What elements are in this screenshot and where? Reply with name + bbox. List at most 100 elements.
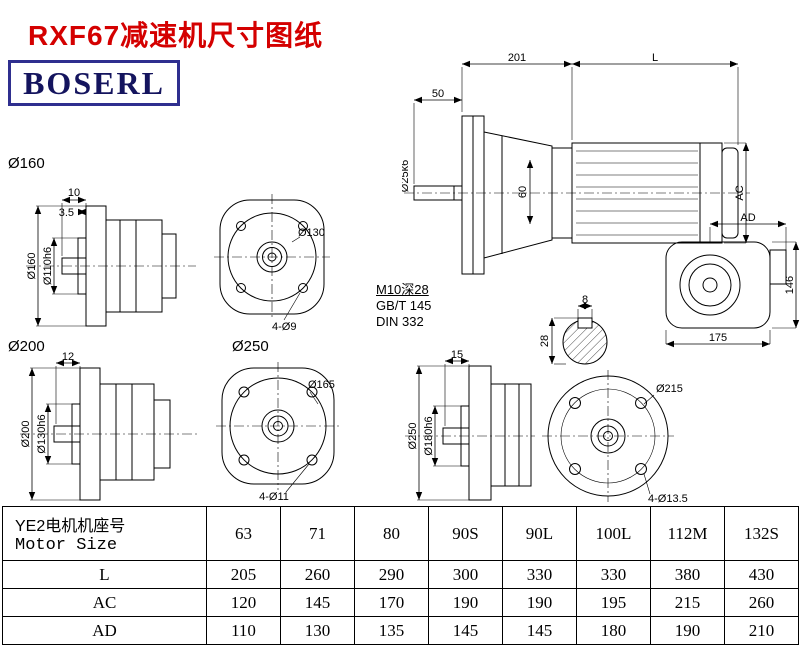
- flange250-label: Ø250: [232, 338, 269, 355]
- table-cell: 145: [428, 616, 503, 645]
- size-col-4: 90L: [502, 506, 577, 561]
- drawing-motor-end-view: AD 146 175: [665, 212, 800, 348]
- row-label: AD: [2, 616, 207, 645]
- note-thread: M10深28: [376, 282, 429, 297]
- motor-fins: [576, 150, 698, 236]
- table-cell: 120: [206, 588, 281, 617]
- table-header-motor-size: YE2电机机座号 Motor Size: [2, 506, 207, 561]
- dim-key-height-label: 28: [539, 335, 551, 347]
- table-row-L: L 205 260 290 300 330 330 380 430: [2, 560, 799, 589]
- table-cell: 260: [280, 560, 355, 589]
- drawing-flange160-side: 10 3.5 Ø160 Ø110h6: [26, 187, 196, 327]
- table-cell: 330: [576, 560, 651, 589]
- dim-201-label: 201: [508, 52, 526, 64]
- table-cell: 180: [576, 616, 651, 645]
- table-cell: 195: [576, 588, 651, 617]
- brand-logo: BOSERL: [8, 60, 180, 106]
- flange160-side-body: [61, 205, 177, 327]
- motor-end-body: [665, 241, 787, 329]
- table-cell: 290: [354, 560, 429, 589]
- flange200-side-dimension-lines: [28, 359, 81, 501]
- dim-AD-label: AD: [740, 212, 755, 224]
- dim-50-label: 50: [432, 88, 444, 100]
- table-cell: 205: [206, 560, 281, 589]
- gearbox-housing: [461, 115, 573, 275]
- dim-12-label: 12: [62, 351, 74, 363]
- dim-146-label: 146: [784, 276, 796, 294]
- dim-key-width-label: 8: [582, 294, 588, 306]
- table-cell: 110: [206, 616, 281, 645]
- size-col-1: 71: [280, 506, 355, 561]
- table-row-AC: AC 120 145 170 190 190 195 215 260: [2, 588, 799, 617]
- dim-15-label: 15: [451, 349, 463, 361]
- drawing-shaft-keyway-section: 8 28: [539, 294, 608, 365]
- dim-bolt-circle-label: Ø215: [656, 383, 683, 395]
- shaft-end-notes: M10深28 GB/T 145 DIN 332: [376, 282, 431, 330]
- flange250-circles: [547, 375, 669, 497]
- table-cell: 170: [354, 588, 429, 617]
- flange160-label: Ø160: [8, 155, 45, 172]
- dim-3-5-label: 3.5: [59, 207, 74, 219]
- flange250-side-dimension-lines: [415, 357, 470, 501]
- dim-bolt-holes-label: 4-Ø9: [272, 321, 296, 333]
- table-cell: 430: [724, 560, 799, 589]
- size-col-7: 132S: [724, 506, 799, 561]
- leader-bolt-holes: [643, 473, 651, 495]
- row-label: AC: [2, 588, 207, 617]
- dim-175-label: 175: [709, 332, 727, 344]
- dim-shaft-diameter-label: Ø25k6: [402, 160, 411, 192]
- dimension-table: YE2电机机座号 Motor Size 63 71 80 90S 90L 100…: [2, 506, 799, 645]
- motor-body: [571, 142, 739, 244]
- dim-bolt-holes-label: 4-Ø11: [259, 491, 289, 503]
- motor-size-label-en: Motor Size: [15, 536, 118, 555]
- table-cell: 380: [650, 560, 725, 589]
- page-title: RXF67减速机尺寸图纸: [28, 20, 324, 51]
- dim-outer-diameter-label: Ø250: [407, 423, 419, 450]
- dim-bolt-circle-label: Ø130: [298, 227, 325, 239]
- table-row-AD: AD 110 130 135 145 145 180 190 210: [2, 616, 799, 645]
- leader-bolt-circle: [643, 394, 655, 405]
- drawing-flange250-side: 15 Ø250 Ø180h6: [405, 349, 535, 501]
- note-gb-standard: GB/T 145: [376, 298, 432, 313]
- table-header-row: YE2电机机座号 Motor Size 63 71 80 90S 90L 100…: [2, 506, 799, 561]
- leader-bolt-holes: [285, 463, 310, 493]
- dim-outer-diameter-label: Ø160: [26, 253, 38, 280]
- table-cell: 190: [502, 588, 577, 617]
- flange200-circles: [229, 377, 327, 475]
- table-cell: 190: [650, 616, 725, 645]
- table-cell: 145: [502, 616, 577, 645]
- leader-bolt-circle: [291, 236, 301, 243]
- table-cell: 260: [724, 588, 799, 617]
- flange200-label: Ø200: [8, 338, 45, 355]
- drawing-flange160-front: Ø130 4-Ø9: [214, 194, 330, 333]
- motor-size-label-cn: YE2电机机座号: [15, 518, 126, 535]
- note-din-standard: DIN 332: [376, 314, 424, 329]
- size-col-6: 112M: [650, 506, 725, 561]
- drawing-flange200-front: Ø165 4-Ø11: [216, 362, 340, 503]
- leader-bolt-circle: [309, 391, 319, 405]
- table-cell: 130: [280, 616, 355, 645]
- dim-AC-label: AC: [734, 185, 746, 200]
- drawing-flange250-front: Ø215 4-Ø13.5: [542, 370, 688, 505]
- table-cell: 145: [280, 588, 355, 617]
- dim-60-label: 60: [517, 186, 529, 198]
- dim-bolt-holes-label: 4-Ø13.5: [648, 493, 688, 505]
- drawing-flange200-side: 12 Ø200 Ø130h6: [20, 351, 200, 501]
- dim-L-label: L: [652, 52, 658, 64]
- dim-10-label: 10: [68, 187, 80, 199]
- row-label: L: [2, 560, 207, 589]
- dim-spigot-diameter-label: Ø110h6: [42, 247, 54, 285]
- dim-spigot-diameter-label: Ø130h6: [36, 414, 48, 453]
- size-col-0: 63: [206, 506, 281, 561]
- dim-bolt-circle-label: Ø165: [308, 379, 335, 391]
- table-cell: 135: [354, 616, 429, 645]
- flange200-side-body: [53, 367, 171, 501]
- flange250-side-body: [442, 365, 532, 501]
- table-cell: 330: [502, 560, 577, 589]
- table-cell: 210: [724, 616, 799, 645]
- size-col-5: 100L: [576, 506, 651, 561]
- keyway-slot: [577, 317, 593, 329]
- main-dimension-lines: [413, 60, 750, 244]
- leader-bolt-holes: [283, 292, 301, 321]
- size-col-3: 90S: [428, 506, 503, 561]
